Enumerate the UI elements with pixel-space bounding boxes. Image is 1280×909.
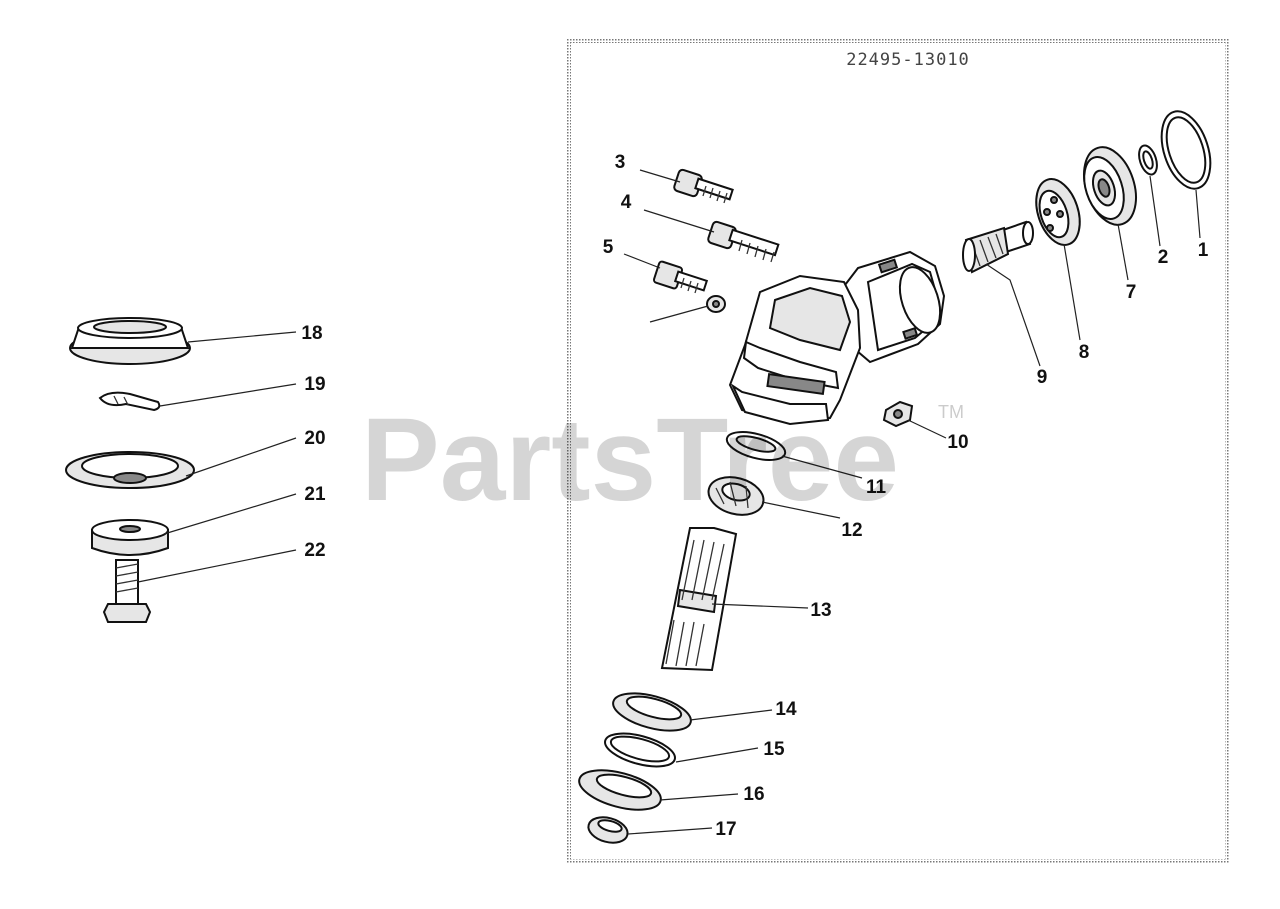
part-3-bolt[interactable] xyxy=(673,168,734,204)
callout-18[interactable]: 18 xyxy=(301,323,322,344)
callout-3[interactable]: 3 xyxy=(615,152,626,173)
part-18-holder[interactable] xyxy=(69,317,191,365)
part-1-snap-ring[interactable] xyxy=(1153,105,1220,195)
part-13-shaft[interactable] xyxy=(660,527,738,672)
assembly-code: 22495-13010 xyxy=(846,50,970,70)
part-15-snap-ring[interactable] xyxy=(602,727,679,773)
part-14-bearing[interactable] xyxy=(609,686,695,738)
callout-7[interactable]: 7 xyxy=(1126,282,1137,303)
callout-1[interactable]: 1 xyxy=(1198,240,1209,261)
washer[interactable] xyxy=(706,295,726,313)
callout-14[interactable]: 14 xyxy=(775,699,797,720)
callout-2[interactable]: 2 xyxy=(1158,247,1169,268)
part-11-spacer[interactable] xyxy=(724,427,788,466)
leader-lines xyxy=(137,169,1201,835)
callout-8[interactable]: 8 xyxy=(1079,342,1090,363)
callout-17[interactable]: 17 xyxy=(715,819,736,840)
part-20-plate[interactable] xyxy=(65,451,195,489)
part-19-pin[interactable] xyxy=(98,391,161,412)
callout-16[interactable]: 16 xyxy=(743,784,764,805)
callout-12[interactable]: 12 xyxy=(841,520,862,541)
part-17-collar[interactable] xyxy=(586,813,631,847)
part-8-bearing[interactable] xyxy=(1028,173,1087,250)
callout-15[interactable]: 15 xyxy=(763,739,785,760)
callout-10[interactable]: 10 xyxy=(947,432,968,453)
callout-13[interactable]: 13 xyxy=(810,600,831,621)
callout-labels: 1 2 3 4 5 7 8 9 10 11 12 13 14 15 16 17 … xyxy=(301,152,1208,840)
callout-4[interactable]: 4 xyxy=(621,192,632,213)
partstree-watermark: PartsTree xyxy=(361,394,899,526)
gear-case-housing[interactable] xyxy=(728,250,948,426)
part-10-plug[interactable] xyxy=(882,400,914,428)
part-9-pinion-gear[interactable] xyxy=(962,220,1034,274)
callout-19[interactable]: 19 xyxy=(304,374,325,395)
part-2-circlip[interactable] xyxy=(1136,143,1160,176)
part-5-bolt[interactable] xyxy=(652,260,709,294)
callout-5[interactable]: 5 xyxy=(603,237,614,258)
callout-20[interactable]: 20 xyxy=(304,428,325,449)
part-7-bearing[interactable] xyxy=(1075,141,1145,232)
part-21-nut[interactable] xyxy=(91,519,169,556)
callout-22[interactable]: 22 xyxy=(304,540,325,561)
callout-9[interactable]: 9 xyxy=(1037,367,1048,388)
part-16-seal[interactable] xyxy=(575,763,665,818)
part-12-bevel-gear[interactable] xyxy=(704,471,767,520)
watermark-trademark: TM xyxy=(938,402,964,422)
part-22-bolt[interactable] xyxy=(102,559,152,623)
callout-21[interactable]: 21 xyxy=(304,484,326,505)
callout-11[interactable]: 11 xyxy=(866,477,887,498)
